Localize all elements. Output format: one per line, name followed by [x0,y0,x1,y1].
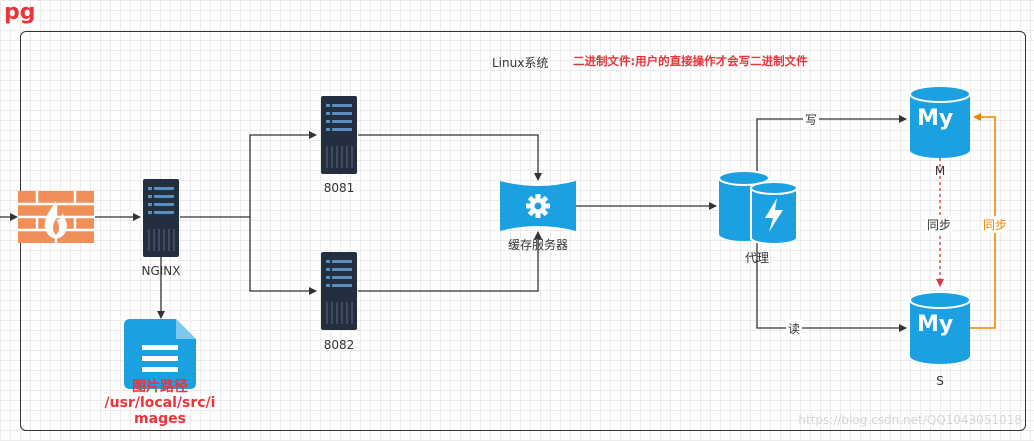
sync-red-label: 同步 [925,216,954,233]
binary-note: 二进制文件:用户的直接操作才会写二进制文件 [573,54,808,68]
server-8081-label: 8081 [323,181,355,195]
nginx-label: NGINX [141,264,181,278]
cache-server-icon [500,181,576,231]
server-8081-icon [321,96,357,174]
edge-8081-to-cache [358,134,542,181]
edge-nginx-to-8081 [180,131,317,218]
image-document-icon [124,319,196,389]
edge-nginx-to-8082 [249,217,317,295]
mysql-slave-logo: My [917,312,954,337]
edge-proxy-read-to-slave [756,242,907,332]
mysql-master-icon [909,85,971,158]
proxy-database-icon [718,170,798,245]
mysql-master-logo: My [917,106,954,131]
proxy-label: 代理 [744,251,770,265]
read-edge-label: 读 [786,320,803,337]
mysql-master-label: M [934,164,946,178]
mysql-slave-icon [909,291,971,364]
sync-orange-label: 同步 [983,216,1008,233]
edge-8082-to-cache [358,231,542,292]
nginx-server-icon [143,179,179,257]
cache-server-label: 缓存服务器 [507,238,569,252]
edge-proxy-write-to-master [756,115,907,171]
firewall-icon [18,191,94,243]
write-edge-label: 写 [803,111,820,128]
mysql-slave-label: S [936,374,944,388]
server-8082-label: 8082 [323,338,355,352]
server-8082-icon [321,252,357,330]
container-title: Linux系统 [492,56,549,70]
page-label: pg [4,0,36,25]
watermark: https://blog.csdn.net/QQ1043051018 [798,413,1022,427]
image-path-label: 图片路径 /usr/local/src/i mages [104,379,216,427]
